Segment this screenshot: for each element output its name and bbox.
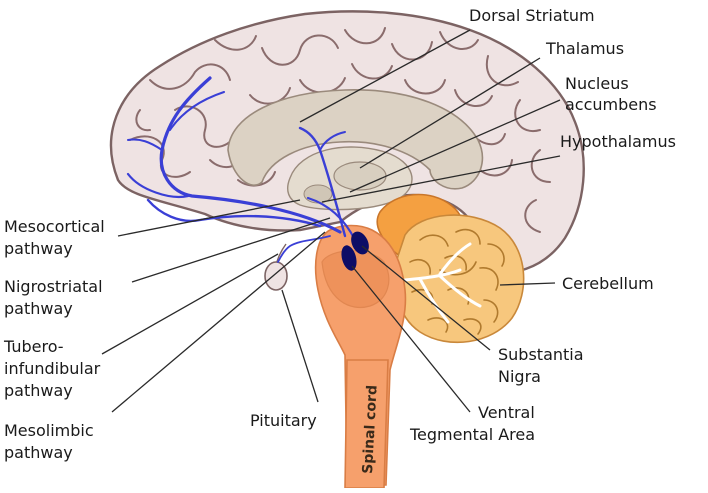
arbor-vitae [403,242,482,324]
label-mesolimbic-1: Mesolimbic [4,421,94,440]
label-substantia-nigra-1: Substantia [498,345,584,364]
leader-lines [101,29,561,413]
label-ventral-tegmental-2: Tegmental Area [409,425,535,444]
corpus-callosum [227,89,484,190]
vta-nucleus [341,245,357,271]
label-ventral-tegmental-1: Ventral [478,403,535,422]
label-hypothalamus: Hypothalamus [560,132,676,151]
label-tubero-3: pathway [4,381,73,400]
label-spinal-cord: Spinal cord [360,385,381,475]
label-thalamus: Thalamus [545,39,624,58]
label-nucleus-accumbens-2: accumbens [565,95,657,114]
label-cerebellum: Cerebellum [562,274,654,293]
label-pituitary: Pituitary [250,411,317,430]
cerebellum-folia [409,228,505,335]
label-substantia-nigra-2: Nigra [498,367,541,386]
label-nucleus-accumbens-1: Nucleus [565,74,629,93]
label-tubero-1: Tubero- [3,337,64,356]
label-mesocortical-1: Mesocortical [4,217,105,236]
label-mesolimbic-2: pathway [4,443,73,462]
label-mesocortical-2: pathway [4,239,73,258]
label-nigrostriatal-2: pathway [4,299,73,318]
dopamine-pathways [126,76,357,263]
diagram-labels: Dorsal Striatum Thalamus Nucleus accumbe… [3,6,676,474]
label-dorsal-striatum: Dorsal Striatum [469,6,595,25]
label-nigrostriatal-1: Nigrostriatal [4,277,103,296]
thalamus [333,161,387,191]
label-tubero-2: infundibular [4,359,101,378]
